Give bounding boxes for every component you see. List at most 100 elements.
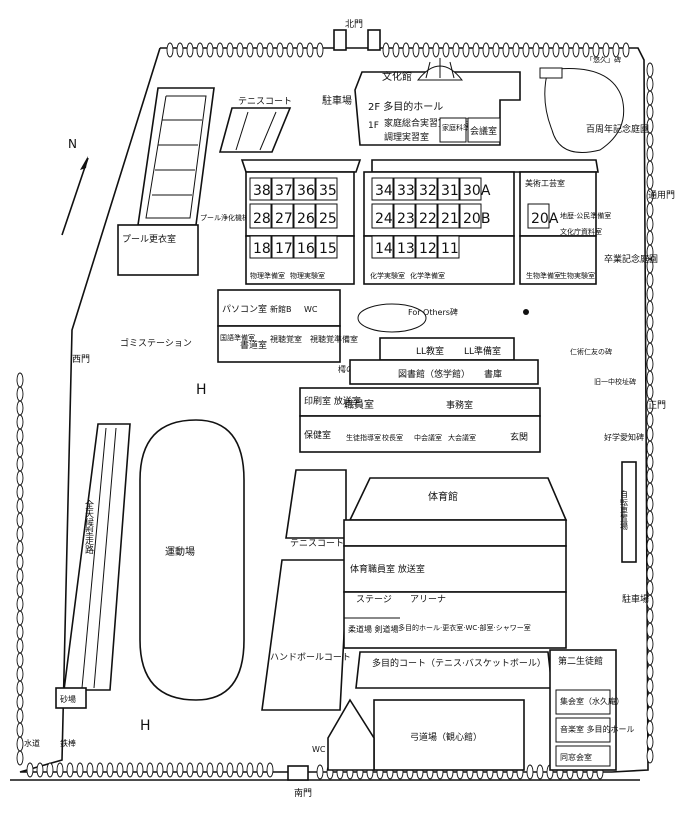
tree-icon <box>646 468 654 484</box>
svg-text:地歴·公民準備室: 地歴·公民準備室 <box>560 211 611 220</box>
classroom[interactable] <box>315 177 338 201</box>
pool-lockers[interactable]: プール更衣室 <box>117 224 199 276</box>
tree-icon <box>646 720 654 736</box>
tree-icon <box>646 524 654 540</box>
svg-text:体育館: 体育館 <box>428 490 458 503</box>
tree-icon <box>602 42 610 58</box>
tree-icon <box>16 526 24 542</box>
kyudo-hall[interactable]: 弓道場（観心館） <box>327 698 525 771</box>
tree-icon <box>256 762 264 778</box>
admin-building[interactable]: 印刷室 放送室 職員室 事務室 保健室 生徒指導室 校長室 中会議室 大会議室 … <box>299 387 541 453</box>
second-student-hall[interactable]: 第二生徒館 集会室（水久庵） 音楽室 多目的ホール 同窓会室 <box>549 649 635 771</box>
classroom[interactable] <box>393 235 416 259</box>
tree-icon <box>646 104 654 120</box>
south-gate[interactable]: 南門 <box>287 765 312 799</box>
tree-icon <box>176 762 184 778</box>
tree-icon <box>646 160 654 176</box>
tree-icon <box>472 42 480 58</box>
classroom[interactable] <box>293 235 316 259</box>
classroom[interactable] <box>415 235 438 259</box>
classroom[interactable] <box>293 177 316 201</box>
tree-icon <box>116 762 124 778</box>
athletic-field[interactable]: 運動場 <box>139 419 245 701</box>
svg-text:化学準備室: 化学準備室 <box>410 271 445 280</box>
classroom-number: 20B <box>463 211 490 227</box>
classroom-number: 26 <box>297 211 315 227</box>
north-gate[interactable]: 北門 <box>333 19 381 51</box>
classroom-number: 37 <box>275 183 293 199</box>
classroom[interactable] <box>293 203 316 229</box>
east-side-gate-label[interactable]: 通用門 <box>648 190 675 201</box>
svg-text:H: H <box>196 382 207 398</box>
classroom[interactable] <box>437 203 460 229</box>
tree-icon <box>16 582 24 598</box>
classroom[interactable] <box>393 177 416 201</box>
tree-icon <box>246 762 254 778</box>
tree-icon <box>166 762 174 778</box>
tree-icon <box>422 42 430 58</box>
classroom[interactable] <box>371 203 394 229</box>
tree-icon <box>16 512 24 528</box>
classroom[interactable] <box>249 203 272 229</box>
classroom[interactable] <box>315 203 338 229</box>
tennis-court-north[interactable]: テニスコート <box>218 96 292 153</box>
tree-icon <box>432 42 440 58</box>
tree-icon <box>492 42 500 58</box>
anniversary-garden: 「悠久」碑 百周年記念庭園 <box>539 55 649 153</box>
bunkakan-building[interactable]: 文化館 2F 多目的ホール 1F 家庭総合実習室 · 被服室 調理実習室 家庭科… <box>354 58 521 146</box>
classroom[interactable] <box>459 177 482 201</box>
svg-text:物理準備室: 物理準備室 <box>250 271 285 280</box>
east-gate-label[interactable]: 正門 <box>648 400 666 411</box>
library-building[interactable]: LL教室 LL準備室 図書館（悠学館） 書庫 <box>349 337 539 385</box>
classroom[interactable] <box>415 203 438 229</box>
classroom[interactable] <box>437 235 460 259</box>
tree-icon <box>46 762 54 778</box>
tree-icon <box>646 202 654 218</box>
svg-text:校長室: 校長室 <box>382 433 403 442</box>
classroom[interactable] <box>459 203 482 229</box>
pool <box>137 87 215 226</box>
svg-text:視聴覚準備室: 視聴覚準備室 <box>310 334 358 344</box>
classroom[interactable] <box>527 203 550 229</box>
svg-text:保健室: 保健室 <box>304 429 331 441</box>
svg-text:LL準備室: LL準備室 <box>464 345 501 357</box>
tree-icon <box>306 42 314 58</box>
svg-text:新館B: 新館B <box>270 304 292 314</box>
west-gate-label[interactable]: 西門 <box>72 354 90 365</box>
tree-icon <box>532 42 540 58</box>
svg-text:多目的ホール·更衣室·WC·部室·シャワー室: 多目的ホール·更衣室·WC·部室·シャワー室 <box>398 623 531 632</box>
classroom[interactable] <box>249 177 272 201</box>
running-track[interactable]: 全天候型走路 <box>63 423 131 691</box>
classroom[interactable] <box>249 235 272 259</box>
svg-text:ステージ: ステージ <box>356 594 392 605</box>
classroom[interactable] <box>371 177 394 201</box>
classroom[interactable] <box>393 203 416 229</box>
classroom-number: 32 <box>419 183 437 199</box>
classroom[interactable] <box>315 235 338 259</box>
tree-icon <box>646 608 654 624</box>
tree-icon <box>216 42 224 58</box>
classroom[interactable] <box>415 177 438 201</box>
tree-icon <box>16 610 24 626</box>
classroom[interactable] <box>271 177 294 201</box>
classroom[interactable] <box>437 177 460 201</box>
classroom-number: 38 <box>253 183 271 199</box>
classroom[interactable] <box>271 203 294 229</box>
multipurpose-court[interactable]: 多目的コート（テニス·バスケットボール） <box>355 651 553 689</box>
tennis-court-middle[interactable]: テニスコート <box>285 469 347 549</box>
classroom-number: 33 <box>397 183 415 199</box>
handball-court[interactable]: ハンドボールコート <box>261 559 351 711</box>
tree-icon <box>16 694 24 710</box>
old-school-monument-label: 旧一中校址碑 <box>594 377 636 386</box>
tree-icon <box>316 764 324 780</box>
classroom[interactable] <box>271 235 294 259</box>
gymnasium[interactable]: 体育館 体育職員室 放送室 ステージ アリーナ 柔道場 剣道場 多目的ホール·更… <box>343 477 568 649</box>
tree-icon <box>646 580 654 596</box>
svg-text:文化庁資料室: 文化庁資料室 <box>560 227 602 236</box>
classroom[interactable] <box>371 235 394 259</box>
tree-icon <box>16 666 24 682</box>
svg-text:大会議室: 大会議室 <box>448 433 476 442</box>
tree-icon <box>646 734 654 750</box>
bicycle-parking[interactable]: 自転車置場 <box>620 461 637 563</box>
pc-wing[interactable]: パソコン室 新館B WC 国語準備室 書道室 視聴覚室 視聴覚準備室 <box>217 289 358 363</box>
